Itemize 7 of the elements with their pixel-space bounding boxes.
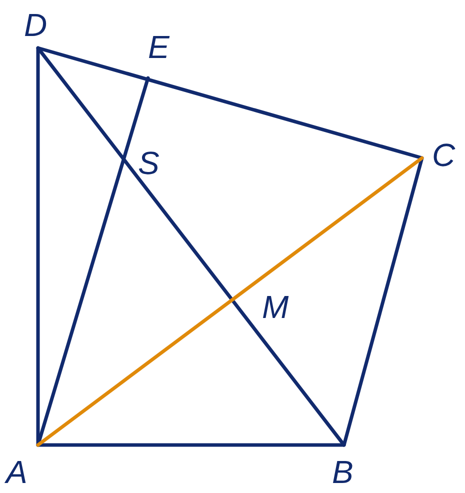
point-label: C <box>432 138 456 172</box>
point-label: B <box>332 455 354 489</box>
point-label: S <box>138 146 160 180</box>
point-label: M <box>262 290 289 324</box>
point-label: D <box>24 8 48 42</box>
point-label: E <box>148 30 170 64</box>
point-label: A <box>6 455 28 489</box>
